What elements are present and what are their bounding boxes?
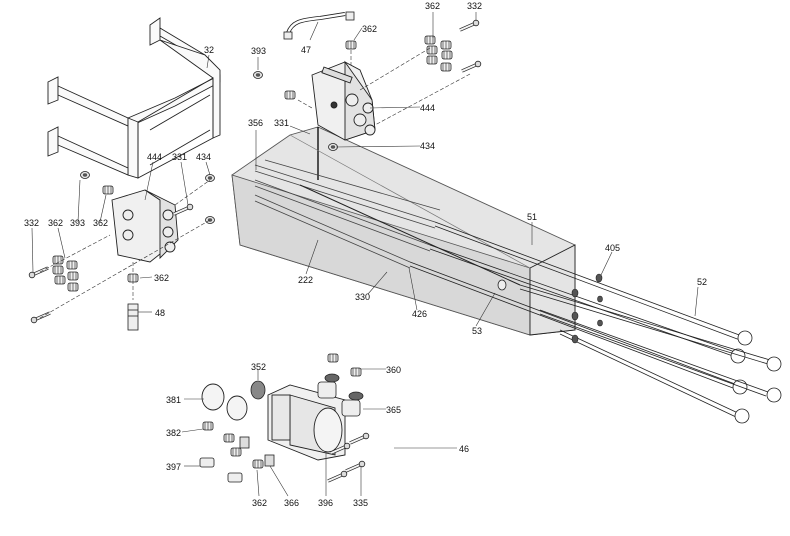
lever-bushings	[571, 273, 603, 344]
lever-box-housing	[231, 126, 576, 336]
fitting-393-upper	[253, 71, 263, 79]
callout-331-upper: 331	[274, 118, 290, 128]
callout-335: 335	[353, 498, 369, 508]
hose-47	[283, 11, 355, 40]
callout-366: 366	[284, 498, 300, 508]
fitting-362-lower	[102, 185, 114, 195]
fitting-upper-left	[284, 90, 296, 100]
hose-48	[127, 303, 139, 331]
callout-51: 51	[527, 212, 538, 222]
callout-362-pump: 362	[252, 498, 268, 508]
callout-396: 396	[318, 498, 334, 508]
leader-lines	[31, 12, 699, 497]
fitting-393-lower	[80, 171, 90, 179]
callout-362-lower-valve: 362	[93, 218, 109, 228]
bolt-335-3	[344, 459, 367, 473]
bolt-332-lower-1	[27, 266, 50, 280]
callout-426: 426	[412, 309, 428, 319]
callout-32: 32	[204, 45, 215, 55]
gear-pump	[267, 384, 346, 461]
fitting-362-pump-1	[230, 447, 242, 457]
assembly-lines-upper	[297, 47, 471, 126]
seals-366	[239, 436, 275, 467]
nut-434-lower-2	[205, 216, 215, 224]
callout-48: 48	[155, 308, 166, 318]
callout-332-lower: 332	[24, 218, 40, 228]
bolt-335-4	[326, 469, 349, 483]
lever-rods-inner	[254, 159, 521, 286]
fitting-360-2	[350, 367, 362, 377]
callout-52: 52	[697, 277, 708, 287]
bolt-331-lower	[172, 202, 195, 216]
callout-47: 47	[301, 45, 312, 55]
mounting-bracket	[47, 17, 221, 179]
callout-330: 330	[355, 292, 371, 302]
nut-434-lower-1	[205, 174, 215, 182]
bolt-335-1	[348, 431, 371, 445]
pump-gear-352	[250, 380, 266, 400]
callout-365: 365	[386, 405, 402, 415]
callout-405: 405	[605, 243, 621, 253]
callout-222: 222	[298, 275, 314, 285]
callout-381: 381	[166, 395, 182, 405]
callout-444-upper: 444	[420, 103, 436, 113]
fitting-362-valve-bottom	[127, 273, 139, 283]
callout-393-upper: 393	[251, 46, 267, 56]
bolt-332-upper-1	[458, 18, 481, 32]
callout-362-upper-valve: 362	[362, 24, 378, 34]
callout-397: 397	[166, 462, 182, 472]
callout-360: 360	[386, 365, 402, 375]
gauges-381	[201, 383, 248, 421]
callout-434-upper: 434	[420, 141, 436, 151]
fitting-382-2	[223, 433, 235, 443]
pump-flanges-365	[317, 373, 364, 417]
fittings-cluster-lower	[52, 255, 79, 292]
fittings-cluster-upper	[424, 35, 453, 72]
callout-393-lower: 393	[70, 218, 86, 228]
callout-382: 382	[166, 428, 182, 438]
assembly-lines-lower	[39, 179, 211, 319]
lever-pin	[497, 279, 507, 291]
callout-53: 53	[472, 326, 483, 336]
control-valve-upper	[311, 60, 376, 141]
control-levers	[409, 221, 782, 424]
callout-332-upper: 332	[467, 1, 483, 11]
callout-356: 356	[248, 118, 264, 128]
callout-46: 46	[459, 444, 470, 454]
fitting-362-upper	[345, 40, 357, 50]
callout-331-lower: 331	[172, 152, 188, 162]
tee-fittings-397	[199, 457, 243, 483]
fitting-360-1	[327, 353, 339, 363]
callout-352: 352	[251, 362, 267, 372]
fitting-362-pump-2	[252, 459, 264, 469]
callout-362-lower-cluster: 362	[48, 218, 64, 228]
fitting-382	[202, 421, 214, 431]
callout-444-lower: 444	[147, 152, 163, 162]
control-valve-lower	[111, 189, 179, 263]
callout-362-upper-cluster: 362	[425, 1, 441, 11]
bolt-332-upper-2	[460, 59, 483, 73]
callout-362-valve-bottom: 362	[154, 273, 170, 283]
callout-434-lower: 434	[196, 152, 212, 162]
